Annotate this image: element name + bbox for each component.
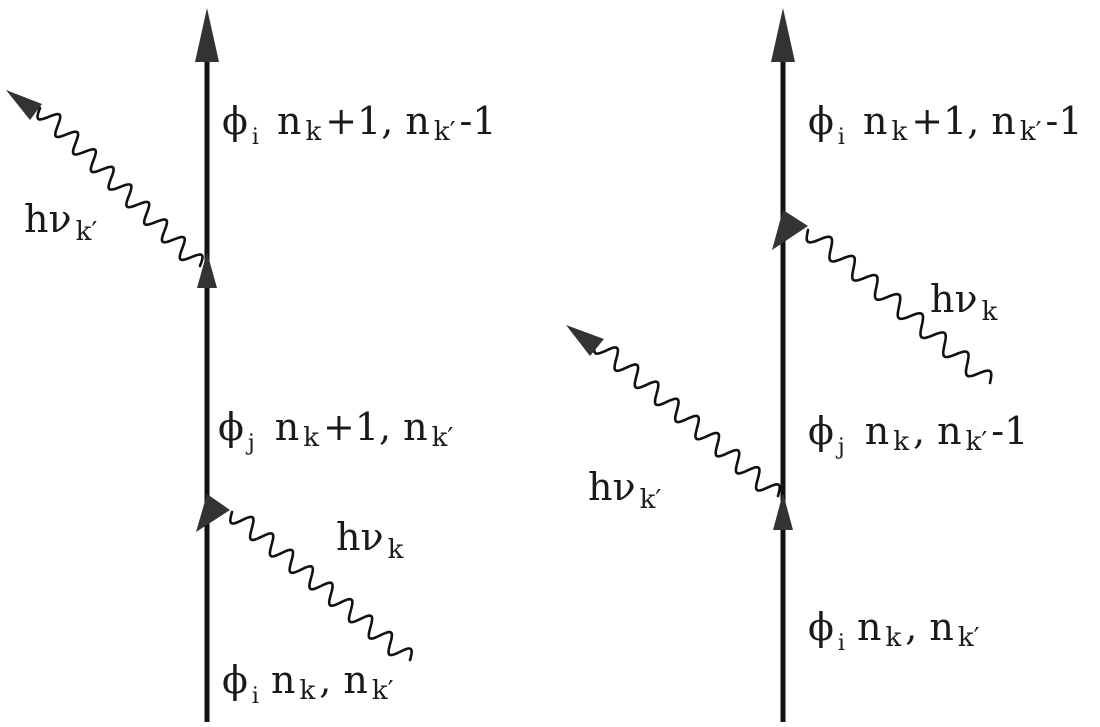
left-diagram: ϕ i n k +1, n k′ -1 ϕ j n k +1, n k′ ϕ i… bbox=[6, 8, 497, 722]
right-vertex-arrowhead-upper bbox=[772, 210, 808, 250]
right-incoming-photon-wave bbox=[805, 228, 993, 385]
left-incoming-photon-label: hν k bbox=[336, 515, 404, 565]
left-state-top-label: ϕ i n k +1, n k′ -1 bbox=[222, 99, 497, 150]
left-state-mid-label: ϕ j n k +1, n k′ bbox=[218, 405, 453, 456]
right-incoming-photon-label: hν k bbox=[930, 277, 998, 327]
left-outgoing-photon-label: hν k′ bbox=[24, 197, 97, 247]
right-outgoing-photon-label: hν k′ bbox=[588, 465, 661, 515]
left-top-arrowhead bbox=[195, 8, 219, 62]
left-vertex-arrowhead bbox=[196, 494, 230, 532]
left-outgoing-photon-arrowhead bbox=[6, 90, 42, 120]
right-outgoing-photon-wave bbox=[592, 340, 782, 498]
right-vertex-arrowhead-lower bbox=[773, 493, 793, 530]
left-state-bottom-label: ϕ i n k , n k′ bbox=[222, 658, 394, 709]
left-incoming-photon-wave bbox=[228, 510, 414, 662]
left-mid-arrowhead bbox=[197, 252, 217, 288]
right-state-bottom-label: ϕ i n k , n k′ bbox=[808, 605, 980, 656]
left-outgoing-photon-wave bbox=[36, 106, 204, 268]
right-state-top-label: ϕ i n k +1, n k′ -1 bbox=[808, 99, 1083, 150]
right-state-mid-label: ϕ j n k , n k′ -1 bbox=[808, 409, 1028, 460]
right-outgoing-photon-arrowhead bbox=[566, 325, 604, 356]
right-top-arrowhead bbox=[771, 8, 795, 62]
right-diagram: ϕ i n k +1, n k′ -1 ϕ j n k , n k′ -1 ϕ … bbox=[566, 8, 1083, 722]
